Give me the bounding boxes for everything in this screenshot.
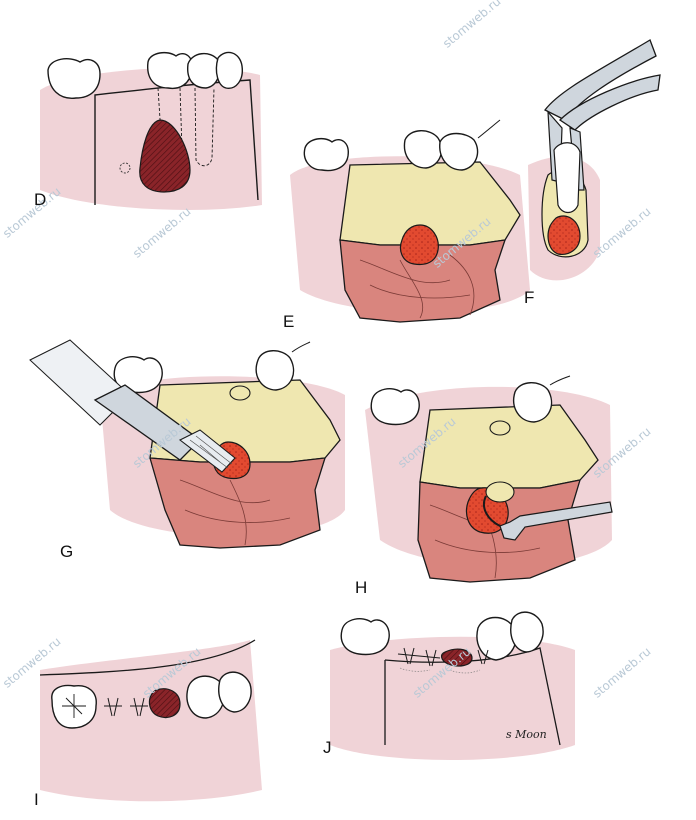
tooth [215, 51, 243, 89]
tooth [510, 611, 544, 653]
panel-label-j: J [323, 738, 332, 757]
tooth-socket [229, 385, 251, 401]
tooth [218, 671, 252, 713]
tooth [47, 58, 101, 99]
panel-label-d: D [34, 190, 47, 209]
gum-tissue [330, 636, 575, 760]
root-cyst [547, 215, 581, 255]
tooth [340, 618, 390, 656]
panel-e [290, 119, 530, 323]
tooth [255, 350, 295, 391]
sutures-icon [397, 647, 489, 674]
panel-label-f: F [524, 288, 535, 307]
tooth [370, 388, 420, 426]
drill-handpiece-icon [29, 339, 236, 473]
panel-label-e: E [283, 312, 295, 331]
closed-wound [441, 648, 473, 667]
tooth [476, 616, 517, 661]
panel-f [528, 39, 661, 281]
flap-periosteum [339, 239, 506, 323]
panel-label-g: G [60, 542, 74, 561]
panel-label-i: I [34, 790, 39, 809]
tooth [186, 675, 225, 719]
panel-d [40, 51, 262, 211]
panel-label-h: H [355, 578, 368, 597]
gum-line [39, 639, 256, 676]
marker-dot [119, 162, 131, 174]
tooth [403, 130, 443, 169]
tooth [439, 132, 479, 171]
cavity-rim [485, 481, 515, 503]
panel-j [330, 611, 575, 760]
sutures-icon [104, 697, 148, 717]
root-lesion [139, 119, 191, 193]
bone-defect [399, 224, 439, 266]
artist-signature: s Moon [506, 728, 547, 741]
tooth [513, 382, 553, 423]
tooth [303, 137, 349, 172]
curette-icon [482, 495, 613, 541]
tooth [51, 684, 97, 729]
extracted-tooth [553, 142, 581, 214]
tooth-socket [489, 420, 511, 436]
panel-h [365, 375, 613, 583]
flap-periosteum [149, 457, 326, 549]
panel-g [29, 339, 345, 549]
panel-i [39, 639, 262, 802]
closed-wound [148, 688, 181, 719]
